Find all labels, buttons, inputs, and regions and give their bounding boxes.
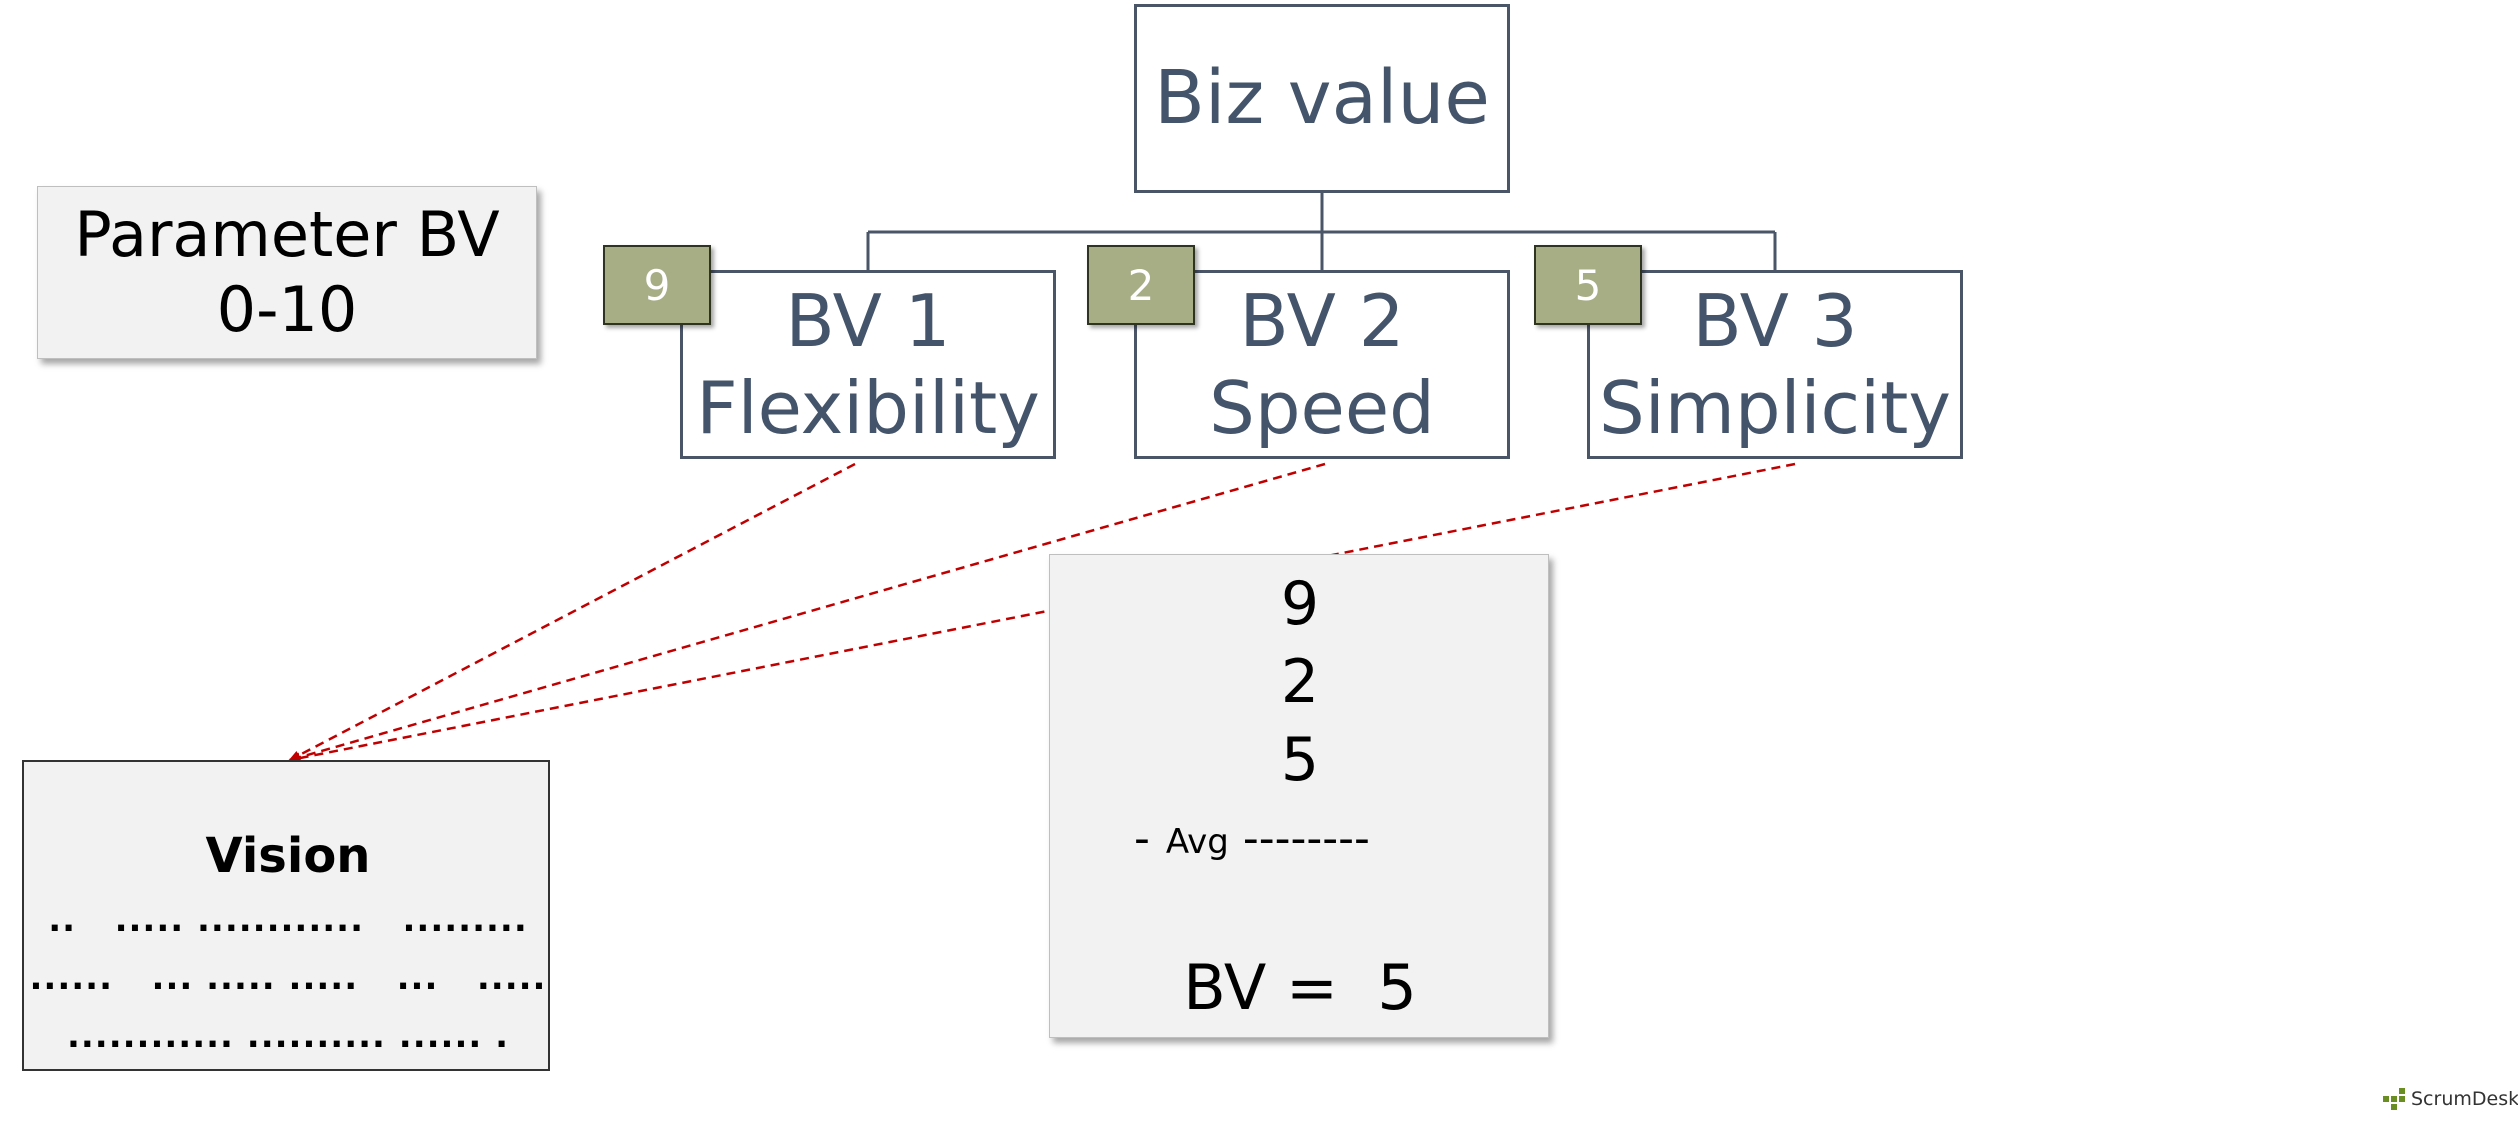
vision-box: Vision .. ..... ............ ......... .… bbox=[22, 760, 550, 1071]
scrumdesk-logo: ScrumDesk bbox=[2383, 1088, 2518, 1110]
scrumdesk-logo-text: ScrumDesk bbox=[2411, 1088, 2518, 1110]
parameter-label: Parameter BV bbox=[74, 198, 500, 272]
calc-value-1: 9 bbox=[1280, 569, 1320, 639]
calc-result: BV = 5 bbox=[1183, 951, 1417, 1024]
biz-value-label: Biz value bbox=[1154, 54, 1490, 141]
vision-title: Vision bbox=[205, 828, 371, 884]
dashed-arrow-bv1-to-vision bbox=[288, 462, 856, 762]
vision-placeholder-line: .. ..... ............ ......... bbox=[48, 900, 528, 940]
calc-divider-right: -------- bbox=[1242, 813, 1370, 864]
bv1-id: BV 1 bbox=[785, 279, 951, 364]
parameter-box: Parameter BV 0-10 bbox=[37, 186, 537, 359]
vision-placeholder-line: ............ .......... ...... . bbox=[66, 1016, 510, 1056]
dashed-arrow-bv3-to-vision bbox=[288, 462, 1796, 763]
bv2-id: BV 2 bbox=[1239, 279, 1405, 364]
calc-value-3: 5 bbox=[1280, 725, 1320, 795]
biz-value-node: Biz value bbox=[1134, 4, 1510, 193]
bv2-name: Speed bbox=[1209, 365, 1435, 450]
scrumdesk-logo-icon bbox=[2383, 1088, 2405, 1110]
vision-placeholder-line: ...... ... ..... ..... ... ..... bbox=[29, 958, 547, 998]
bv2-score-badge: 2 bbox=[1087, 245, 1195, 325]
bv3-node: BV 3 Simplicity bbox=[1587, 270, 1963, 459]
calc-avg-label: Avg bbox=[1165, 822, 1229, 862]
parameter-range: 0-10 bbox=[216, 272, 358, 346]
bv3-score-badge: 5 bbox=[1534, 245, 1642, 325]
bv2-node: BV 2 Speed bbox=[1134, 270, 1510, 459]
average-calculation-box: 9 2 5 -Avg -------- BV = 5 bbox=[1049, 554, 1549, 1038]
bv1-score-badge: 9 bbox=[603, 245, 711, 325]
calc-divider: -Avg -------- bbox=[1134, 813, 1370, 864]
bv1-node: BV 1 Flexibility bbox=[680, 270, 1056, 459]
calc-divider-left: - bbox=[1134, 813, 1150, 864]
bv3-name: Simplicity bbox=[1599, 365, 1951, 450]
bv3-id: BV 3 bbox=[1692, 279, 1858, 364]
calc-value-2: 2 bbox=[1280, 647, 1320, 717]
bv1-name: Flexibility bbox=[696, 365, 1040, 450]
